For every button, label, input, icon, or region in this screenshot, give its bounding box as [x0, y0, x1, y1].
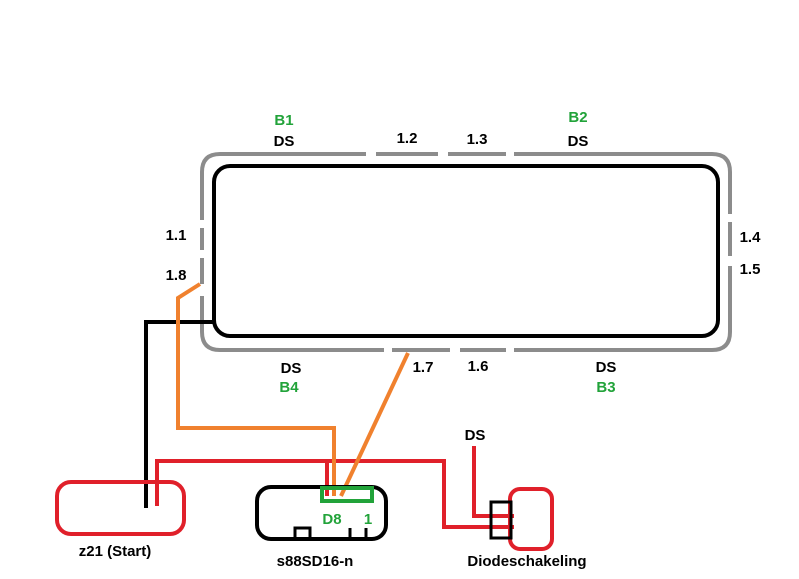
block-type-b1: DS [274, 133, 295, 150]
section-label-1-1: 1.1 [166, 227, 187, 244]
section-label-1-8: 1.8 [166, 267, 187, 284]
outer-rail-segment-b3 [514, 266, 732, 352]
s88-connector [320, 486, 374, 503]
section-label-1-5: 1.5 [740, 261, 761, 278]
outer-rail-segment-b2 [514, 152, 732, 214]
outer-rail [200, 152, 732, 352]
outer-rail-segment-b4 [200, 296, 384, 352]
block-label-b4: B4 [279, 379, 299, 396]
section-label-1-7: 1.7 [413, 359, 434, 376]
orange-wire-1-8 [176, 282, 336, 496]
diode-label: Diodeschakeling [467, 553, 586, 570]
z21-device [55, 480, 186, 536]
diode-connector [489, 500, 513, 540]
s88-port-notch-left [293, 526, 312, 538]
section-label-1-6: 1.6 [468, 358, 489, 375]
inner-rail [212, 164, 720, 338]
block-type-b2: DS [568, 133, 589, 150]
block-label-b3: B3 [596, 379, 615, 396]
block-type-b3: DS [596, 359, 617, 376]
orange-wire-1-7 [339, 352, 410, 497]
s88-port-d8-label: D8 [322, 511, 341, 528]
outer-rail-segment-b1 [200, 152, 366, 220]
section-label-1-4: 1.4 [740, 229, 762, 246]
feed-wire-black [144, 320, 214, 508]
section-label-1-3: 1.3 [467, 131, 488, 148]
block-label-b1: B1 [274, 112, 293, 129]
z21-label: z21 (Start) [79, 543, 152, 560]
diode-device [508, 487, 554, 551]
s88-port-1-label: 1 [364, 511, 372, 528]
block-label-b2: B2 [568, 109, 587, 126]
red-wire-main [155, 459, 514, 529]
block-type-b4: DS [281, 360, 302, 377]
s88-label: s88SD16-n [277, 553, 354, 570]
diode-ds-label: DS [465, 427, 486, 444]
section-label-1-2: 1.2 [397, 130, 418, 147]
red-wire-diode-ds [472, 446, 514, 518]
